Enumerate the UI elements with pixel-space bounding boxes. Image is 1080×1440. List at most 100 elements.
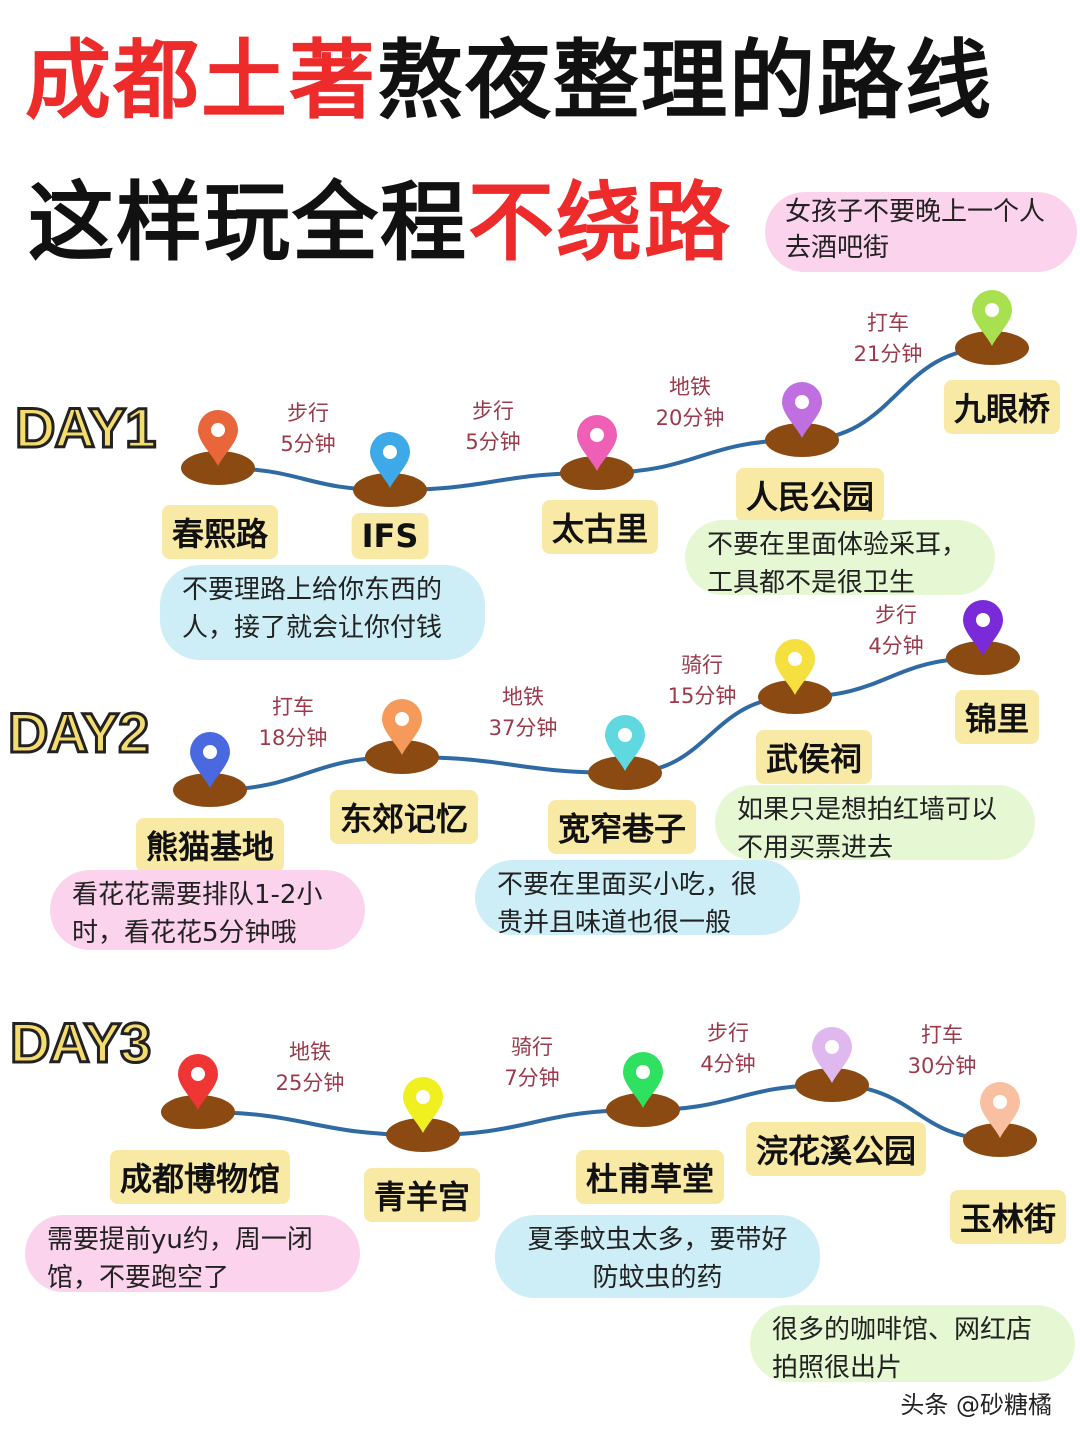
day-label: DAY1: [13, 395, 157, 461]
transport-mode: 步行: [707, 1021, 749, 1045]
tip-note: 不要在里面体验采耳，工具都不是很卫生: [685, 520, 995, 598]
pin-marker: [812, 1027, 852, 1083]
pin-base: [365, 740, 439, 774]
map-pin-icon: [365, 699, 439, 774]
watermark: 头条 @砂糖橘: [900, 1391, 1052, 1419]
place-label: IFS: [351, 513, 429, 559]
pin-marker: [605, 715, 645, 771]
tip-note: 如果只是想拍红墙可以不用买票进去: [715, 785, 1035, 863]
tip-note: 不要在里面买小吃，很贵并且味道也很一般: [475, 860, 800, 938]
transport-mode: 骑行: [680, 653, 723, 677]
pin-hole: [395, 712, 409, 726]
pin-base: [353, 473, 427, 507]
tip-note: 很多的咖啡馆、网红店拍照很出片: [750, 1305, 1075, 1383]
pin-base: [181, 451, 255, 485]
title-red-part: 成都土著: [25, 31, 377, 131]
transport-mode: 步行: [472, 399, 514, 423]
place-label: 浣花溪公园: [745, 1122, 927, 1176]
transport-time: 5分钟: [465, 430, 521, 454]
transport-info: 打车 18分钟: [259, 692, 328, 754]
pin-hole: [416, 1090, 430, 1104]
pin-hole: [985, 303, 999, 317]
tip-note: 不要理路上给你东西的人，接了就会让你付钱: [160, 565, 485, 660]
transport-mode: 打车: [271, 695, 314, 719]
pin-marker: [972, 290, 1012, 346]
pin-base: [955, 331, 1029, 365]
transport-time: 5分钟: [280, 432, 336, 456]
place-label: 杜甫草堂: [575, 1150, 725, 1204]
pin-marker: [963, 600, 1003, 656]
pin-base: [946, 641, 1020, 675]
pin-marker: [577, 415, 617, 471]
transport-time: 20分钟: [655, 406, 725, 430]
pin-hole: [795, 395, 809, 409]
top-warning-note: 女孩子不要晚上一个人去酒吧街: [765, 192, 1077, 272]
title-red-part: 不绕路: [468, 173, 732, 273]
pin-base: [606, 1093, 680, 1127]
title-black-part: 这样玩全程: [28, 173, 468, 273]
pin-hole: [788, 652, 802, 666]
pin-hole: [203, 745, 217, 759]
map-pin-icon: [795, 1027, 869, 1102]
place-label: 东郊记忆: [329, 790, 479, 844]
transport-info: 步行 4分钟: [868, 600, 923, 662]
pin-marker: [370, 432, 410, 488]
transport-mode: 地铁: [668, 375, 711, 399]
place-label: 成都博物馆: [109, 1150, 291, 1204]
transport-mode: 打车: [866, 311, 909, 335]
transport-info: 地铁 20分钟: [656, 372, 725, 434]
map-pin-icon: [955, 290, 1029, 365]
transport-mode: 步行: [875, 603, 917, 627]
pin-marker: [980, 1082, 1020, 1138]
transport-time: 37分钟: [488, 716, 558, 740]
pin-hole: [976, 613, 990, 627]
title-line-2: 这样玩全程不绕路: [28, 180, 732, 266]
map-pin-icon: [161, 1054, 235, 1129]
pin-marker: [623, 1052, 663, 1108]
transport-mode: 地铁: [501, 685, 544, 709]
map-pin-icon: [765, 382, 839, 457]
pin-marker: [178, 1054, 218, 1110]
pin-hole: [383, 445, 397, 459]
pin-hole: [636, 1065, 650, 1079]
pin-base: [560, 456, 634, 490]
transport-time: 4分钟: [868, 634, 924, 658]
transport-time: 25分钟: [275, 1071, 345, 1095]
pin-base: [161, 1095, 235, 1129]
tip-note: 看花花需要排队1-2小时，看花花5分钟哦: [50, 870, 365, 950]
pin-marker: [403, 1077, 443, 1133]
pin-base: [173, 773, 247, 807]
transport-time: 7分钟: [504, 1066, 560, 1090]
transport-mode: 步行: [287, 401, 329, 425]
map-pin-icon: [758, 639, 832, 714]
pin-marker: [190, 732, 230, 788]
pin-hole: [825, 1040, 839, 1054]
map-pin-icon: [560, 415, 634, 490]
pin-marker: [382, 699, 422, 755]
transport-time: 18分钟: [258, 726, 328, 750]
map-pin-icon: [173, 732, 247, 807]
title-line-1: 成都土著熬夜整理的路线: [25, 38, 993, 124]
day-label: DAY3: [8, 1010, 152, 1076]
title-black-part: 熬夜整理的路线: [377, 31, 993, 131]
day-label: DAY2: [6, 700, 150, 766]
place-label: 太古里: [541, 500, 659, 554]
pin-base: [386, 1118, 460, 1152]
pin-marker: [198, 410, 238, 466]
tip-note: 需要提前yu约，周一闭馆，不要跑空了: [25, 1215, 360, 1293]
pin-hole: [618, 728, 632, 742]
transport-info: 步行 5分钟: [280, 398, 335, 460]
pin-base: [963, 1123, 1037, 1157]
place-label: 宽窄巷子: [547, 800, 697, 854]
transport-mode: 地铁: [288, 1040, 331, 1064]
place-label: 熊猫基地: [135, 818, 285, 872]
tip-note: 夏季蚊虫太多，要带好防蚊虫的药: [495, 1215, 820, 1298]
transport-info: 地铁 37分钟: [489, 682, 558, 744]
pin-base: [765, 423, 839, 457]
pin-base: [795, 1068, 869, 1102]
transport-time: 30分钟: [907, 1054, 977, 1078]
transport-time: 4分钟: [700, 1052, 756, 1076]
